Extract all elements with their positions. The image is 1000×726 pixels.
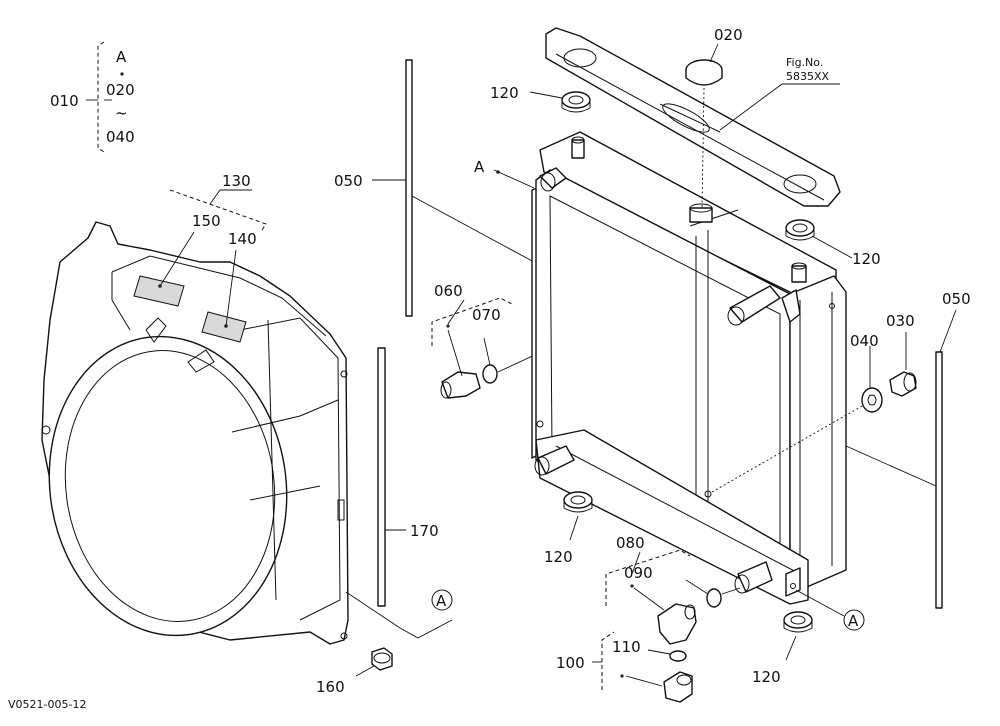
callout-080: 080 <box>616 534 645 552</box>
gasket-040 <box>711 346 883 493</box>
o-ring-090 <box>685 579 722 608</box>
ref-a-top: A <box>474 158 485 176</box>
o-ring-110 <box>647 649 687 662</box>
callout-120-d: 120 <box>752 668 781 686</box>
figure-ref-leader <box>719 83 840 131</box>
ref-a-circle-1: A <box>436 592 447 610</box>
footer-code: V0521-005-12 <box>8 698 86 711</box>
seal-050-right <box>845 309 957 609</box>
callout-110: 110 <box>612 638 641 656</box>
callout-090: 090 <box>624 564 653 582</box>
callout-010: 010 <box>50 92 79 110</box>
group-010-bracket <box>86 41 124 153</box>
group-080-bracket <box>605 549 691 606</box>
callout-120-b: 120 <box>852 250 881 268</box>
callout-010-a: A <box>116 48 127 66</box>
figure-ref-line2: 5835XX <box>786 70 830 83</box>
callout-120-a: 120 <box>490 84 519 102</box>
ref-a-circle-2: A <box>848 612 859 630</box>
callout-010-020: 020 <box>106 81 135 99</box>
callout-150-leader <box>158 231 195 288</box>
callout-140: 140 <box>228 230 257 248</box>
callout-170: 170 <box>410 522 439 540</box>
drain-plug-030 <box>889 332 917 397</box>
seal-170 <box>377 347 406 607</box>
grommet-120-top-left <box>529 91 591 113</box>
ref-a-circle-left <box>345 589 453 639</box>
group-100-bracket <box>592 631 624 690</box>
callout-130: 130 <box>222 172 251 190</box>
ref-a-top-leader <box>493 169 535 189</box>
elbow-fitting-080 <box>633 587 697 645</box>
callout-130-leader <box>169 189 267 231</box>
callout-140-leader <box>224 249 237 328</box>
callout-060: 060 <box>434 282 463 300</box>
upper-bracket <box>545 27 841 207</box>
radiator-cap-020 <box>685 43 723 209</box>
callout-010-tilde: ~ <box>115 104 128 122</box>
callout-160: 160 <box>316 678 345 696</box>
seal-050-left <box>372 59 535 317</box>
callout-050-right: 050 <box>942 290 971 308</box>
hose-leader-lower <box>721 587 741 595</box>
fan-shroud <box>41 221 349 645</box>
vent-150 <box>133 275 185 307</box>
callout-050-left: 050 <box>334 172 363 190</box>
o-ring-070 <box>482 337 498 384</box>
callout-070: 070 <box>472 306 501 324</box>
group-060-bracket <box>431 297 513 346</box>
vent-140 <box>201 311 247 343</box>
callout-100: 100 <box>556 654 585 672</box>
figure-ref-line1: Fig.No. <box>786 56 823 69</box>
callout-010-040: 040 <box>106 128 135 146</box>
ref-a-circle-right <box>795 589 865 631</box>
grommet-120-bottom-left <box>563 491 593 541</box>
callout-150: 150 <box>192 212 221 230</box>
callout-020: 020 <box>714 26 743 44</box>
elbow-fitting-100 <box>625 671 693 703</box>
elbow-fitting-060 <box>440 329 481 399</box>
radiator-core <box>531 131 847 605</box>
bolt-160 <box>355 647 393 677</box>
callout-120-c: 120 <box>544 548 573 566</box>
grommet-120-bottom-right <box>783 611 813 661</box>
grommet-120-top-right <box>785 219 853 259</box>
callout-040: 040 <box>850 332 879 350</box>
callout-030: 030 <box>886 312 915 330</box>
